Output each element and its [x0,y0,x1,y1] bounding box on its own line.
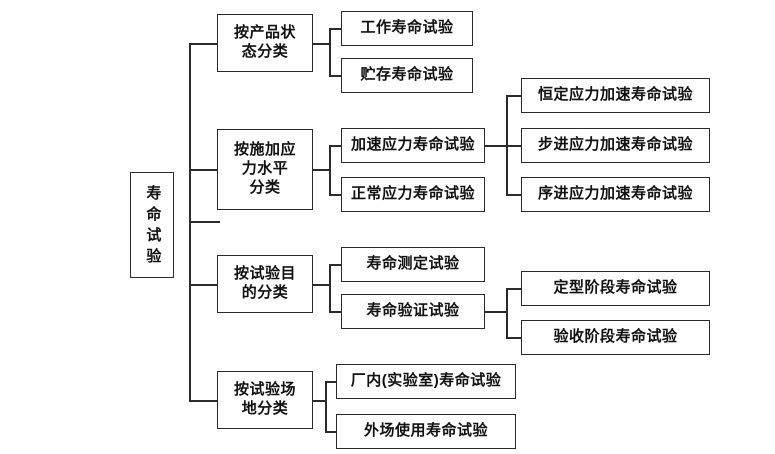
node-finalization-stage-life-test[interactable]: 定型阶段寿命试验 [521,271,710,306]
node-normal-stress-life-test-label: 正常应力寿命试验 [350,185,475,203]
node-life-measurement-test[interactable]: 寿命测定试验 [341,247,485,282]
node-step-stress-accelerated-life-test[interactable]: 步进应力加速寿命试验 [521,128,710,163]
connector-verification-split [506,288,508,338]
node-working-life-test-label: 工作寿命试验 [360,19,454,37]
node-constant-stress-accelerated-life-test-label: 恒定应力加速寿命试验 [537,86,693,104]
node-accelerated-stress-life-test-label: 加速应力寿命试验 [350,136,475,154]
connector-branch-2-to-child-2 [329,194,342,196]
connector-branch-2-to-child-1 [329,145,342,147]
connector-accelerated-stem [484,145,508,147]
connector-verification-stem [484,311,508,313]
connector-trunk-to-branch-4 [189,400,218,402]
node-storage-life-test[interactable]: 贮存寿命试验 [341,58,473,93]
node-progressive-stress-accelerated-life-test[interactable]: 序进应力加速寿命试验 [521,177,710,212]
connector-branch-3-to-child-2 [329,311,342,313]
node-normal-stress-life-test[interactable]: 正常应力寿命试验 [341,177,485,212]
connector-trunk-to-branch-3 [189,284,218,286]
connector-verification-to-child-1 [506,288,522,290]
connector-accelerated-to-child-1 [506,95,522,97]
connector-branch-2-split [329,145,331,195]
node-working-life-test[interactable]: 工作寿命试验 [341,11,473,46]
node-by-product-state[interactable]: 按产品状 态分类 [217,14,313,72]
node-by-stress-level[interactable]: 按施加应 力水平 分类 [217,129,313,210]
node-by-test-site[interactable]: 按试验场 地分类 [217,371,313,429]
connector-branch-1-to-child-1 [329,28,342,30]
node-step-stress-accelerated-life-test-label: 步进应力加速寿命试验 [537,136,693,154]
connector-accelerated-to-child-3 [506,194,522,196]
connector-trunk-to-branch-1 [189,43,218,45]
node-by-stress-level-label: 按施加应 力水平 分类 [233,141,296,196]
node-by-product-state-label: 按产品状 态分类 [233,24,296,60]
node-finalization-stage-life-test-label: 定型阶段寿命试验 [553,279,678,297]
connector-branch-1-to-child-2 [329,75,342,77]
connector-branch-3-to-child-1 [329,264,342,266]
node-by-test-site-label: 按试验场 地分类 [233,381,296,417]
connector-branch-4-split [325,381,327,432]
connector-branch-2-stem [312,169,330,171]
node-progressive-stress-accelerated-life-test-label: 序进应力加速寿命试验 [537,185,693,203]
connector-root-stem [190,221,220,223]
node-constant-stress-accelerated-life-test[interactable]: 恒定应力加速寿命试验 [521,78,710,113]
node-life-verification-test[interactable]: 寿命验证试验 [341,294,485,329]
node-in-plant-laboratory-life-test[interactable]: 厂内(实验室)寿命试验 [336,364,516,399]
node-by-test-purpose-label: 按试验目 的分类 [233,265,296,301]
connector-accelerated-to-child-2 [506,145,522,147]
node-root-life-test-label: 寿命试验 [144,185,162,269]
connector-branch-4-stem [312,400,326,402]
node-life-measurement-test-label: 寿命测定试验 [366,255,460,273]
connector-branch-4-to-child-2 [325,431,336,433]
connector-branch-1-stem [312,43,330,45]
node-acceptance-stage-life-test-label: 验收阶段寿命试验 [553,328,678,346]
node-storage-life-test-label: 贮存寿命试验 [360,66,454,84]
connector-branch-1-split [329,28,331,76]
connector-main-trunk [189,43,191,401]
connector-verification-to-child-2 [506,337,522,339]
node-acceptance-stage-life-test[interactable]: 验收阶段寿命试验 [521,320,710,355]
node-in-plant-laboratory-life-test-label: 厂内(实验室)寿命试验 [350,372,502,390]
node-by-test-purpose[interactable]: 按试验目 的分类 [217,255,313,313]
connector-branch-4-to-child-1 [325,381,336,383]
node-field-use-life-test-label: 外场使用寿命试验 [363,422,488,440]
connector-branch-3-stem [312,284,330,286]
node-accelerated-stress-life-test[interactable]: 加速应力寿命试验 [341,128,485,163]
node-root-life-test[interactable]: 寿命试验 [130,172,174,278]
connector-branch-3-split [329,264,331,312]
node-field-use-life-test[interactable]: 外场使用寿命试验 [336,414,516,449]
connector-trunk-to-branch-2 [189,169,218,171]
node-life-verification-test-label: 寿命验证试验 [366,302,460,320]
